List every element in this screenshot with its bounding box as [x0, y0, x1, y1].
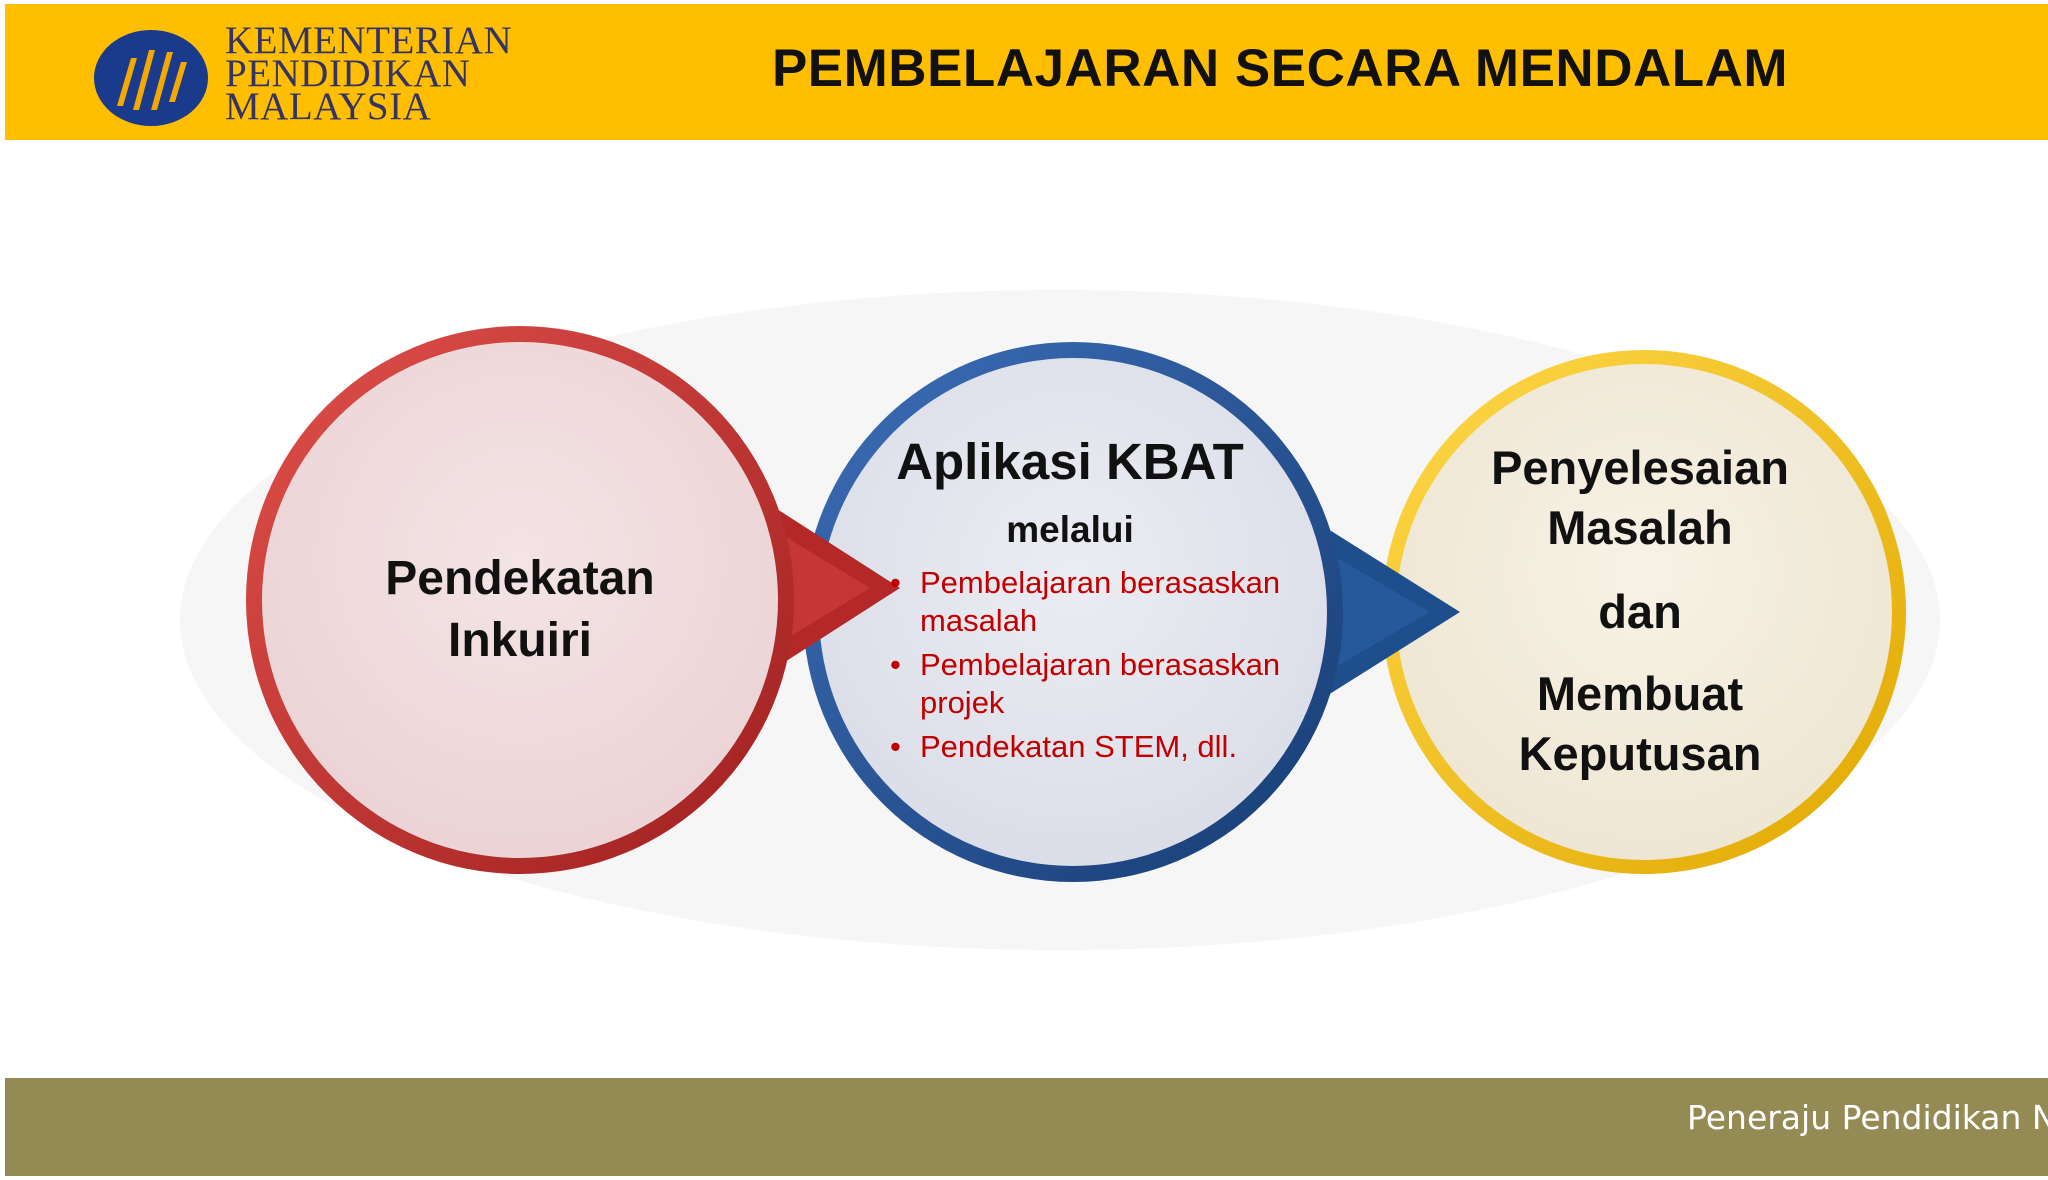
bullet-item: • Pendekatan STEM, dll. — [888, 728, 1318, 766]
right-circle-shape — [1382, 350, 1906, 874]
bullet-dot-icon: • — [890, 729, 901, 764]
logo-line-1: KEMENTERIAN — [225, 19, 513, 62]
bullet-dot-icon: • — [890, 565, 901, 600]
footer-tagline: Peneraju Pendidikan Negara — [1687, 1098, 2048, 1137]
footer-bar: Peneraju Pendidikan Negara — [5, 1078, 2048, 1176]
page-title: PEMBELAJARAN SECARA MENDALAM — [771, 39, 1789, 98]
bullet-line: masalah — [920, 603, 1038, 638]
header-bar — [5, 4, 2048, 140]
ministry-logo: KEMENTERIAN PENDIDIKAN MALAYSIA — [93, 19, 513, 130]
right-line-1: Penyelesaian — [1491, 441, 1789, 494]
middle-circle-subtitle: melalui — [1006, 509, 1134, 550]
left-line-1: Pendekatan — [385, 552, 655, 605]
logo-line-2: PENDIDIKAN — [225, 52, 471, 95]
bullet-line: Pembelajaran berasaskan — [920, 647, 1281, 682]
middle-circle-title: Aplikasi KBAT — [896, 433, 1244, 490]
left-line-2: Inkuiri — [447, 614, 593, 667]
logo-line-3: MALAYSIA — [225, 85, 432, 128]
right-line-2: Masalah — [1547, 501, 1733, 554]
left-circle-shape — [246, 326, 900, 874]
right-line-5: Keputusan — [1518, 727, 1762, 780]
left-circle-text: Pendekatan Inkuiri — [340, 548, 700, 672]
right-line-3: dan — [1598, 585, 1682, 638]
bullet-item: • Pembelajaran berasaskan masalah — [888, 564, 1318, 640]
middle-circle-shape — [803, 342, 1460, 882]
bullet-line: projek — [920, 685, 1005, 720]
ministry-emblem-icon — [94, 30, 208, 126]
bullet-list: • Pembelajaran berasaskan masalah • Pemb… — [888, 564, 1318, 772]
right-line-4: Membuat — [1536, 667, 1744, 720]
bullet-dot-icon: • — [890, 647, 901, 682]
logo-text: KEMENTERIAN PENDIDIKAN MALAYSIA — [225, 19, 513, 128]
bullet-line: Pendekatan STEM, dll. — [920, 729, 1238, 764]
right-circle-text: Penyelesaian Masalah dan Membuat Keputus… — [1430, 438, 1850, 784]
bullet-line: Pembelajaran berasaskan — [920, 565, 1281, 600]
bullet-item: • Pembelajaran berasaskan projek — [888, 646, 1318, 722]
